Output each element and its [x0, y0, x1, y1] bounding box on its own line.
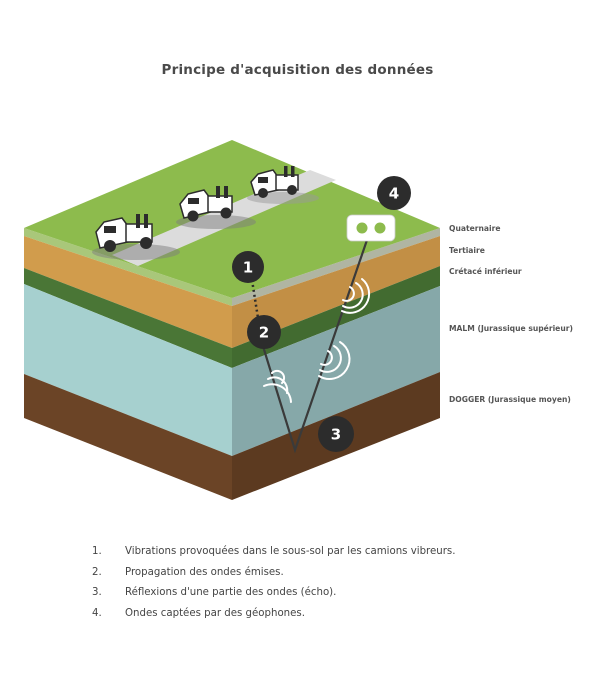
right-quaternaire: [232, 228, 440, 306]
legend-num: 4.: [92, 607, 102, 619]
vibrator-truck-icon: [247, 166, 319, 204]
layer-label-quaternaire: Quaternaire: [449, 224, 501, 233]
marker-2: 2: [247, 315, 281, 349]
page-title: Principe d'acquisition des données: [161, 62, 434, 78]
layer-label-cretace: Crétacé inférieur: [449, 267, 522, 276]
legend-text: Vibrations provoquées dans le sous-sol p…: [125, 546, 456, 557]
legend-text: Ondes captées par des géophones.: [125, 607, 305, 619]
layer-label-dogger: DOGGER (Jurassique moyen): [449, 395, 571, 404]
svg-text:4: 4: [389, 185, 399, 203]
legend-text: Propagation des ondes émises.: [125, 566, 284, 578]
left-tertiaire: [24, 236, 232, 348]
svg-text:2: 2: [259, 324, 269, 342]
geophone-icon: [346, 214, 396, 242]
vibrator-truck-icon: [176, 186, 256, 229]
marker-1: 1: [232, 251, 264, 283]
reflected-ray: [256, 239, 369, 454]
vibrator-truck-icon: [92, 214, 180, 260]
legend-text: Réflexions d'une partie des ondes (écho)…: [125, 587, 337, 598]
left-dogger: [24, 374, 232, 500]
wave-arc-icon: [263, 369, 292, 403]
marker-3: 3: [318, 416, 354, 452]
wave-arc-icon: [318, 278, 371, 380]
legend-num: 2.: [92, 566, 102, 578]
svg-text:3: 3: [331, 426, 341, 444]
layer-label-malm: MALM (Jurassique supérieur): [449, 324, 573, 333]
left-quaternaire: [24, 228, 232, 306]
left-cretace: [24, 268, 232, 368]
svg-text:1: 1: [243, 259, 253, 277]
left-malm: [24, 284, 232, 456]
emitted-ray-dotted: [250, 279, 260, 319]
legend-num: 3.: [92, 587, 102, 598]
right-cretace: [232, 266, 440, 368]
layer-label-tertiaire: Tertiaire: [449, 246, 485, 255]
marker-4: 4: [377, 176, 411, 210]
right-tertiaire: [232, 236, 440, 348]
legend-num: 1.: [92, 546, 102, 557]
left-face: [24, 228, 232, 500]
